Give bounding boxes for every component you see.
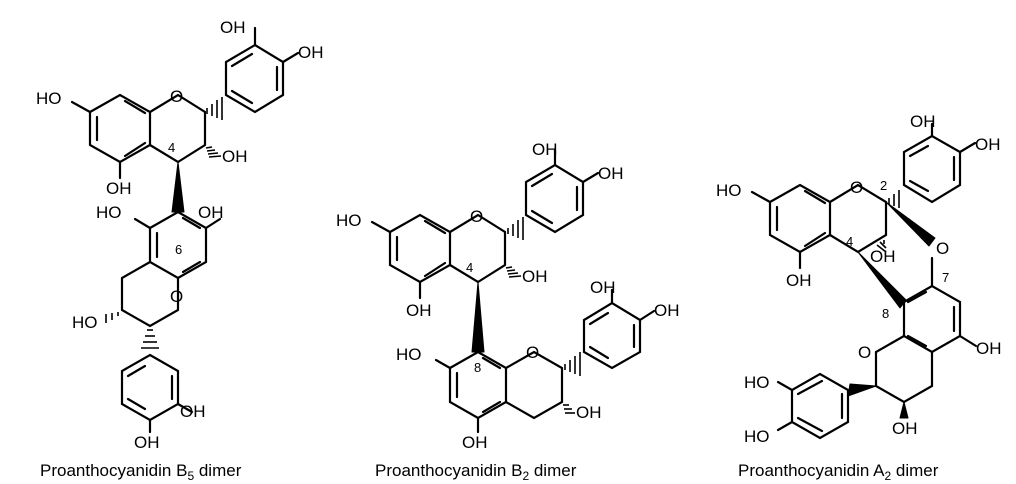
b2-oh-lower-b-right: OH — [654, 301, 680, 320]
a2-ho-lower-b-bottom: HO — [744, 427, 770, 446]
b2-oh-c3-lower: OH — [576, 403, 602, 422]
b5-o-ring-upper: O — [170, 87, 183, 106]
a2-ho-lower-b-top: HO — [744, 373, 770, 392]
a2-o-ring-upper: O — [850, 178, 863, 197]
b2-oh-a-bottom: OH — [406, 301, 432, 320]
a2-oh-c3-lower: OH — [892, 419, 918, 438]
structure-a2 — [750, 122, 978, 440]
b5-oh-lower-b-bottom: OH — [134, 433, 160, 452]
b5-oh-b-right: OH — [298, 43, 324, 62]
caption-b2: Proanthocyanidin B2 dimer — [375, 461, 577, 483]
a2-position-4: 4 — [846, 234, 853, 249]
b2-position-8: 8 — [474, 360, 481, 375]
a2-position-2: 2 — [880, 178, 887, 193]
b2-o-ring-upper: O — [470, 207, 483, 226]
caption-b5: Proanthocyanidin B5 dimer — [40, 461, 242, 483]
structure-b5 — [70, 26, 300, 434]
a2-position-8: 8 — [882, 306, 889, 321]
a2-oh-b-right: OH — [975, 135, 1001, 154]
a2-oh-c3-upper: OH — [870, 247, 896, 266]
b2-oh-lower-b-top: OH — [590, 278, 616, 297]
a2-position-7: 7 — [942, 270, 949, 285]
b2-oh-b-top: OH — [532, 140, 558, 159]
b5-ho-upper-a: HO — [36, 89, 62, 108]
b5-oh-lower-b-right: OH — [180, 402, 206, 421]
b2-oh-c3-upper: OH — [522, 267, 548, 286]
b5-oh-lower-a: OH — [198, 203, 224, 222]
b2-ho-lower-a: HO — [396, 345, 422, 364]
caption-a2: Proanthocyanidin A2 dimer — [738, 461, 939, 483]
b2-ho-upper-a: HO — [336, 211, 362, 230]
a2-o-ether: O — [936, 239, 949, 258]
b2-position-4: 4 — [466, 260, 473, 275]
a2-ho-upper-a: HO — [716, 181, 742, 200]
b5-ho-c3-lower: HO — [72, 313, 98, 332]
structure-b2 — [370, 148, 656, 434]
b5-o-ring-lower: O — [170, 287, 183, 306]
b2-o-ring-lower: O — [526, 343, 539, 362]
b2-oh-lower-a-bottom: OH — [462, 433, 488, 452]
b5-oh-b-top: OH — [220, 18, 246, 37]
a2-oh-b-top: OH — [910, 112, 936, 131]
b5-oh-c3-upper: OH — [222, 147, 248, 166]
a2-oh-lower-a: OH — [976, 339, 1002, 358]
b5-position-4: 4 — [168, 140, 175, 155]
b5-ho-lower-a: HO — [96, 203, 122, 222]
b5-oh-a-bottom: OH — [106, 179, 132, 198]
a2-o-ring-lower: O — [858, 343, 871, 362]
b5-position-6: 6 — [175, 242, 182, 257]
b2-oh-b-right: OH — [598, 164, 624, 183]
a2-oh-a-bottom: OH — [786, 271, 812, 290]
